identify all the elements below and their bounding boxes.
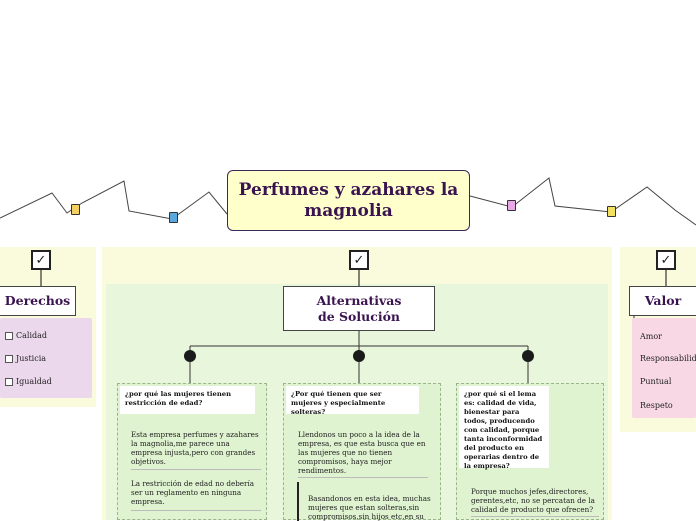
topic-valor-title: Valor (644, 293, 682, 308)
valor-list: Amor Responsabilidad Puntual Respeto (632, 318, 696, 418)
answer-bracket (297, 482, 299, 521)
answer-text[interactable]: La restricción de edad no debería ser un… (131, 479, 261, 511)
central-topic[interactable]: Perfumes y azahares la magnolia (227, 170, 470, 231)
tag-icon (169, 212, 178, 223)
question-box[interactable]: ¿Por qué tienen que ser mujeres y especi… (286, 386, 419, 416)
tag-icon (607, 206, 616, 217)
question-box[interactable]: ¿por qué si el lema es: calidad de vida,… (459, 386, 549, 470)
list-item[interactable]: Puntual (640, 377, 672, 386)
list-item[interactable]: Justicia (5, 354, 46, 363)
topic-derechos-title: Derechos (4, 293, 71, 308)
question-column-2: ¿Por qué tienen que ser mujeres y especi… (283, 383, 441, 521)
answer-text[interactable]: Llendonos un poco a la idea de la empres… (298, 430, 428, 478)
list-item[interactable]: Respeto (640, 401, 673, 410)
topic-derechos[interactable]: Derechos (0, 286, 76, 316)
tag-icon (507, 200, 516, 211)
checkbox[interactable] (5, 377, 13, 386)
topic-alternativas-title: Alternativas de Solución (316, 292, 402, 324)
list-item[interactable]: Amor (640, 332, 663, 341)
list-item[interactable]: Responsabilidad (640, 354, 696, 363)
question-box[interactable]: ¿por qué las mujeres tienen restricción … (120, 386, 255, 414)
check-icon[interactable]: ✓ (31, 250, 51, 270)
central-topic-title: Perfumes y azahares la magnolia (238, 179, 459, 221)
question-column-3: ¿por qué si el lema es: calidad de vida,… (456, 383, 604, 520)
question-column-1: ¿por qué las mujeres tienen restricción … (117, 383, 267, 520)
checkbox[interactable] (5, 331, 13, 340)
checkbox[interactable] (5, 354, 13, 363)
answer-text[interactable]: Basandonos en esta idea, muchas mujeres … (308, 494, 431, 521)
node-dot[interactable] (184, 350, 196, 362)
node-dot[interactable] (522, 350, 534, 362)
derechos-list: Calidad Justicia Igualdad (0, 318, 92, 398)
tag-icon (71, 204, 80, 215)
topic-valor[interactable]: Valor (629, 286, 696, 316)
check-icon[interactable]: ✓ (349, 250, 369, 270)
check-icon[interactable]: ✓ (656, 250, 676, 270)
answer-text[interactable]: Esta empresa perfumes y azahares la magn… (131, 430, 261, 470)
answer-text[interactable]: Porque muchos jefes,directores, gerentes… (471, 487, 599, 517)
node-dot[interactable] (353, 350, 365, 362)
topic-alternativas[interactable]: Alternativas de Solución (283, 286, 435, 331)
list-item[interactable]: Igualdad (5, 377, 52, 386)
list-item[interactable]: Calidad (5, 331, 47, 340)
